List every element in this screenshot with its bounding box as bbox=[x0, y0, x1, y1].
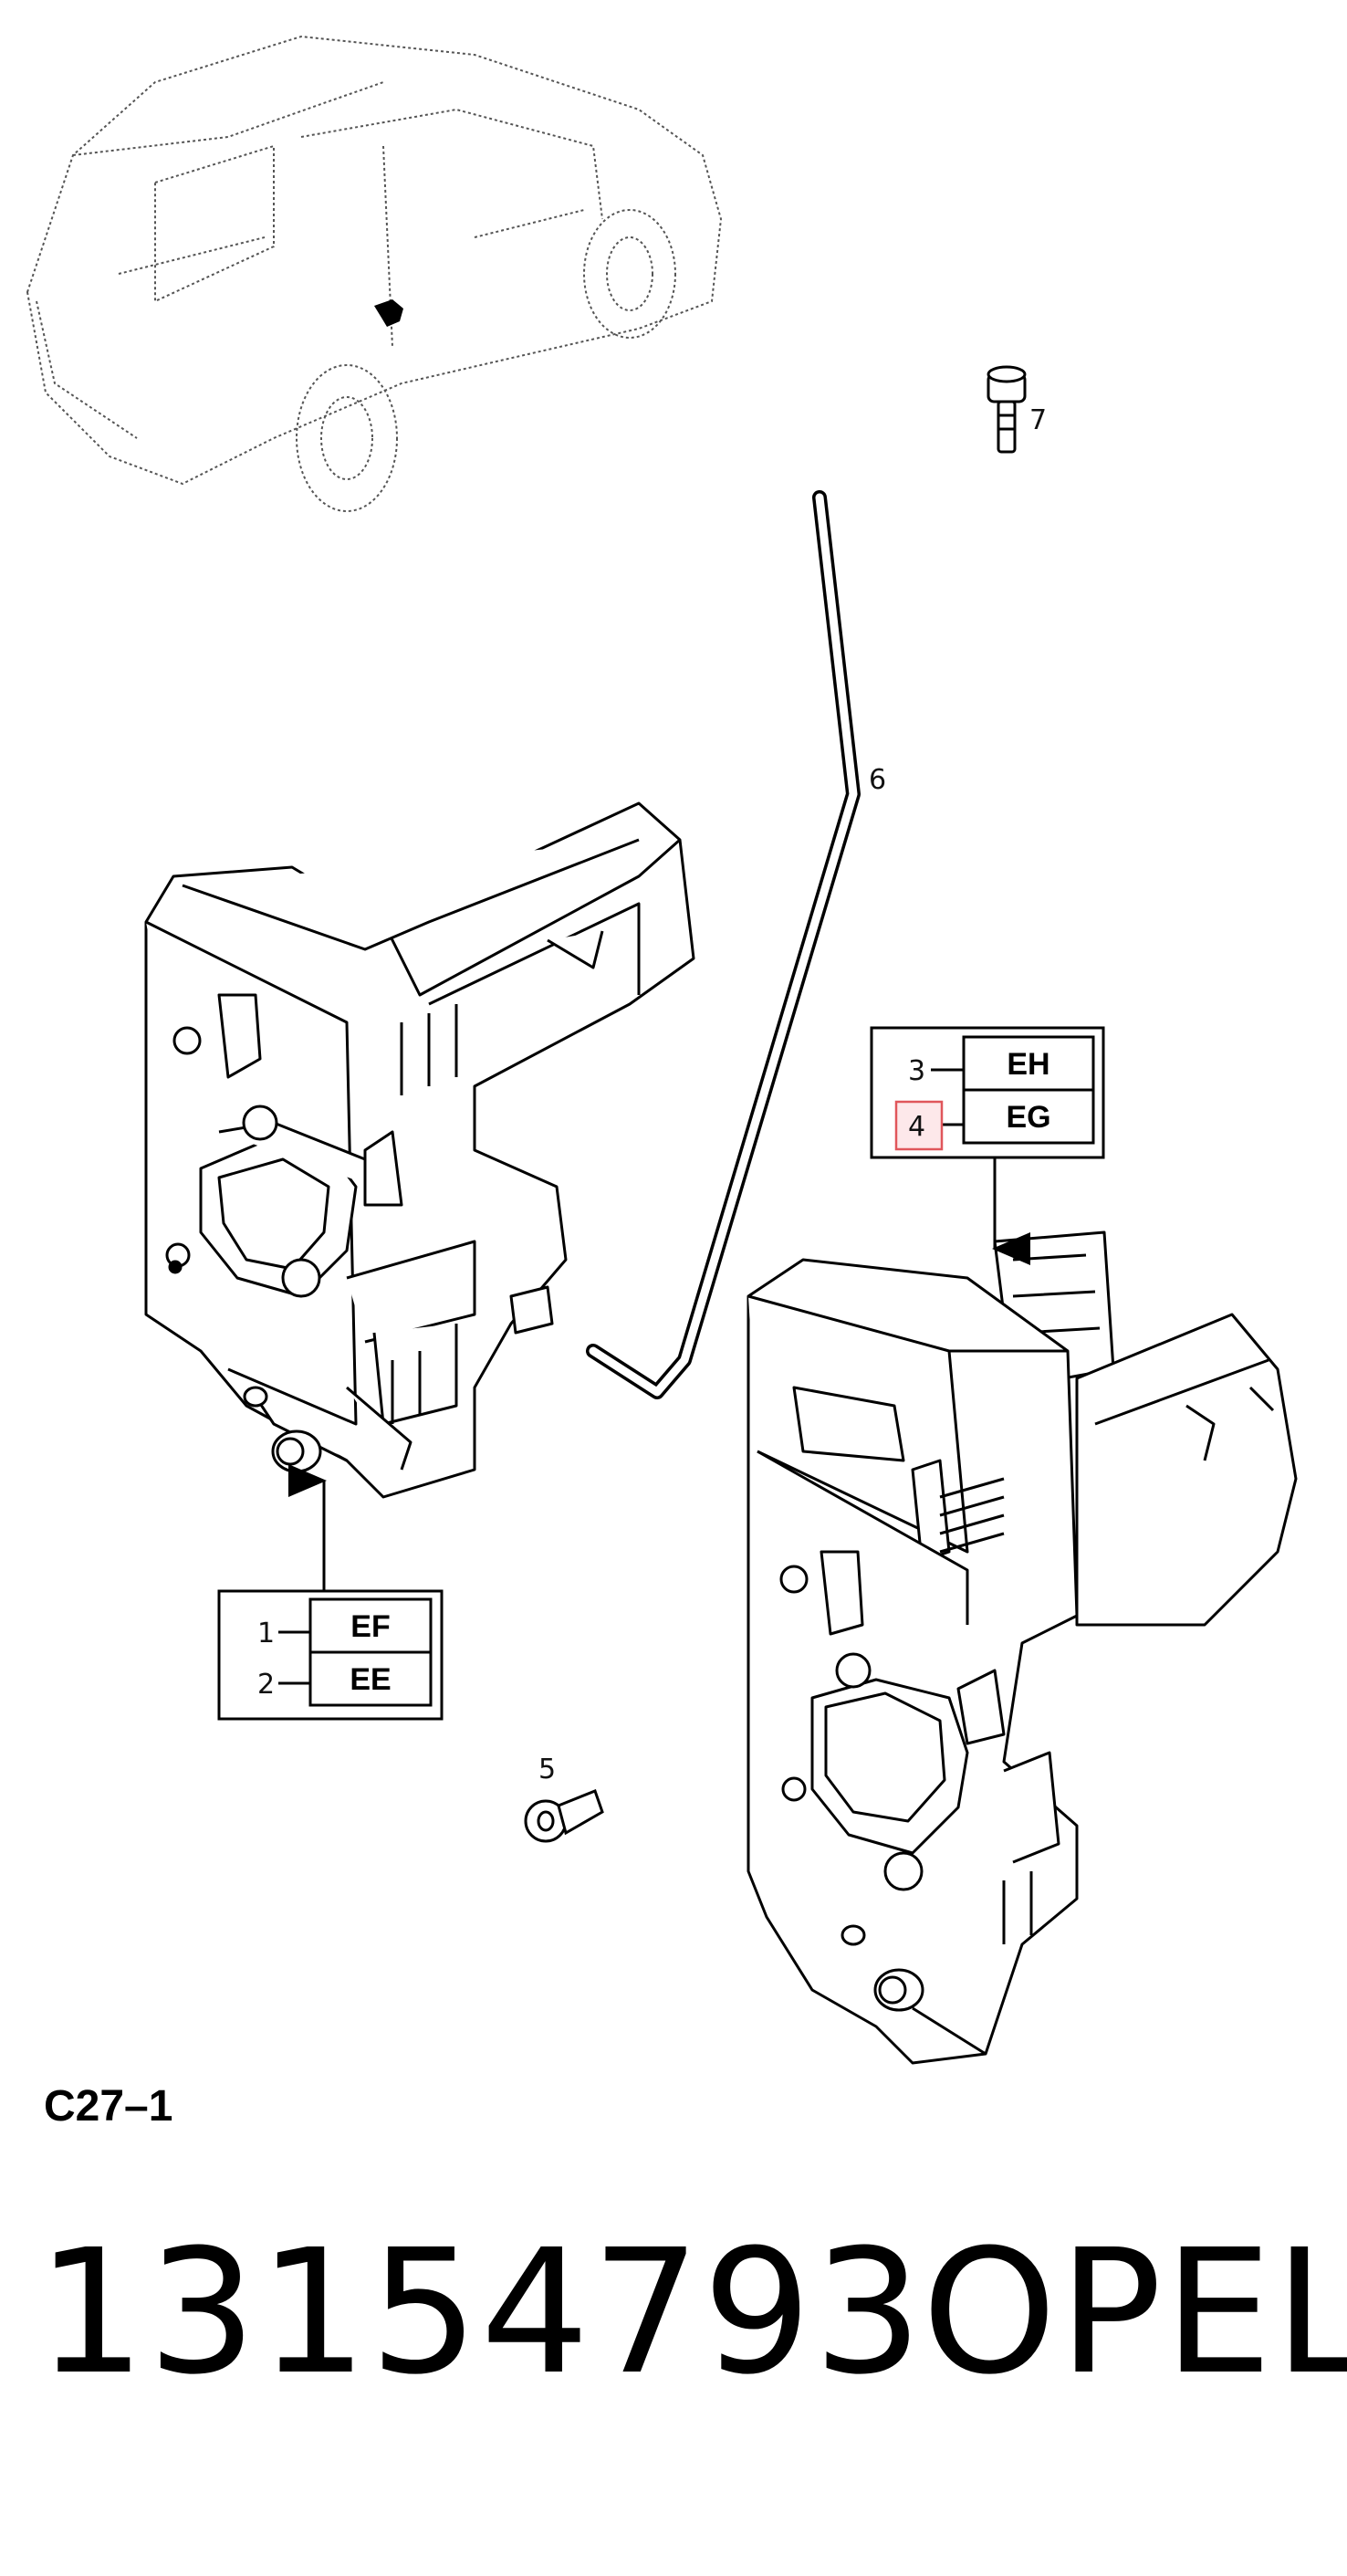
lock-location-marker bbox=[374, 299, 403, 327]
bolt-7 bbox=[987, 365, 1027, 454]
callout-6: 6 bbox=[869, 764, 886, 796]
code-box-right: 3 4 EH EG bbox=[870, 1026, 1105, 1159]
lock-assembly-right bbox=[747, 1230, 1298, 2065]
callout-4: 4 bbox=[908, 1111, 925, 1143]
screw-5 bbox=[524, 1789, 604, 1843]
lock-assembly-left bbox=[144, 801, 695, 1499]
vehicle-locator bbox=[26, 35, 723, 512]
code-eh: EH bbox=[1007, 1047, 1049, 1082]
callout-1: 1 bbox=[257, 1618, 275, 1649]
code-eg: EG bbox=[1006, 1100, 1050, 1135]
callout-7: 7 bbox=[1029, 404, 1047, 436]
callout-3: 3 bbox=[908, 1055, 925, 1087]
part-number: 13154793 bbox=[37, 2213, 924, 2413]
figure-id: C27–1 bbox=[44, 2082, 172, 2131]
brand-name: OPEL bbox=[922, 2213, 1347, 2413]
code-ef: EF bbox=[350, 1609, 390, 1644]
callout-4-highlight bbox=[894, 1100, 944, 1151]
code-box-left: 1 2 EF EE bbox=[217, 1589, 444, 1721]
callout-2: 2 bbox=[257, 1669, 275, 1701]
parts-diagram: 7 6 5 1 2 EF EE 3 4 EH EG C27–1 bbox=[26, 35, 1298, 2131]
callout-5: 5 bbox=[538, 1754, 556, 1785]
code-ee: EE bbox=[350, 1662, 391, 1697]
